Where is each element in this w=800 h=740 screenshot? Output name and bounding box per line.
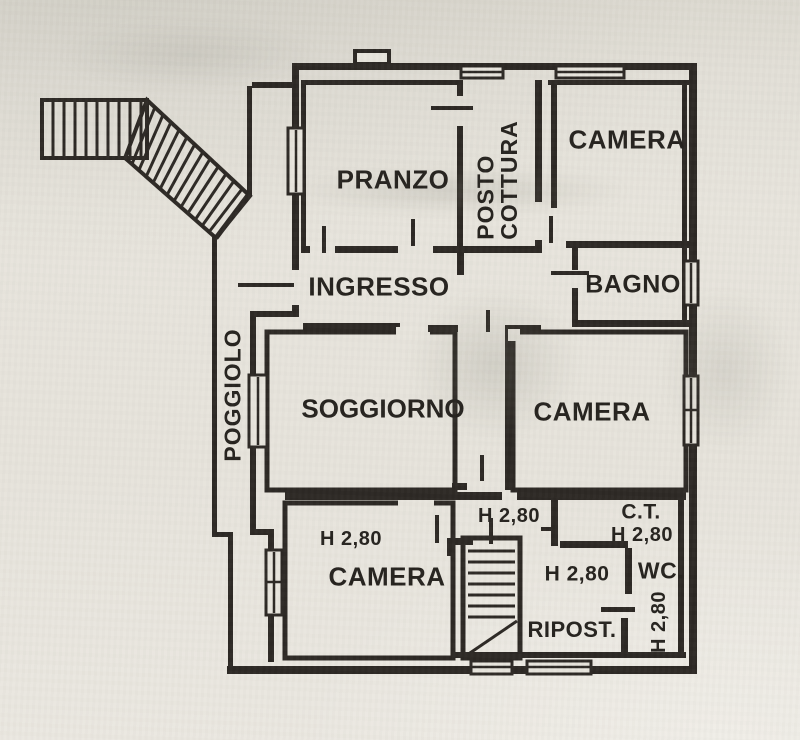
height-label-ct: H 2,80 (611, 523, 673, 546)
room-label-camera-mid: CAMERA (533, 396, 651, 427)
interior-stairs (460, 535, 523, 661)
room-label-ripost: RIPOST. (527, 616, 617, 642)
windows (247, 49, 700, 676)
height-label-stairs: H 2,80 (478, 504, 540, 527)
exterior-stairs (40, 96, 253, 241)
room-label-ct: C.T. (621, 500, 661, 524)
height-label-camera-bottom: H 2,80 (320, 527, 382, 550)
room-label-wc: WC. (637, 557, 685, 584)
room-label-soggiorno: SOGGIORNO (301, 393, 465, 424)
room-label-posto-line2: COTTURA (496, 120, 522, 240)
room-label-ingresso: INGRESSO (308, 271, 450, 302)
room-label-camera-bottom: CAMERA (328, 561, 446, 592)
room-label-posto-cottura: POSTO COTTURA (472, 120, 522, 240)
room-label-pranzo: PRANZO (336, 164, 450, 195)
room-label-poggiolo: POGGIOLO (219, 328, 246, 462)
room-label-posto-line1: POSTO (472, 154, 499, 240)
room-label-bagno: BAGNO (585, 270, 681, 299)
room-label-camera-top: CAMERA (568, 124, 686, 155)
height-label-disimpegno: H 2,80 (544, 562, 610, 586)
height-label-right-vertical: H 2,80 (647, 591, 670, 653)
interior-walls-lower (282, 492, 686, 661)
